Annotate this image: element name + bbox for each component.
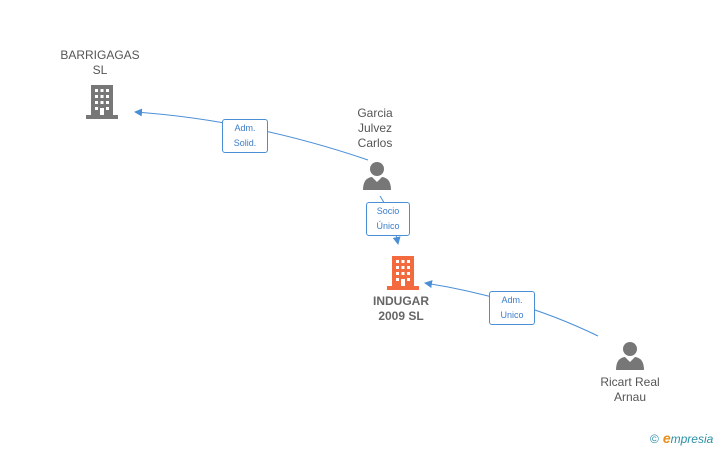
node-label-ricart[interactable]: Ricart Real Arnau (588, 375, 672, 405)
node-label-line: 2009 SL (378, 309, 424, 323)
empresia-watermark: ©empresia (650, 430, 713, 446)
person-icon[interactable] (615, 340, 645, 370)
edge-label-adm-solid: Adm. Solid. (222, 119, 268, 153)
node-label-line: Carlos (357, 136, 393, 150)
edge-label-socio-unico: Socio Único (366, 202, 410, 236)
brand-name: mpresia (670, 432, 714, 446)
edge-label-line: Adm. (234, 123, 256, 133)
node-label-line: SL (92, 63, 108, 77)
building-icon[interactable] (86, 83, 118, 119)
edge-label-line: Unico (500, 310, 524, 320)
node-label-line: INDUGAR (373, 294, 429, 308)
brand-initial: e (662, 430, 671, 446)
edge-label-adm-unico: Adm. Unico (489, 291, 535, 325)
edge-label-line: Adm. (501, 295, 523, 305)
node-label-line: Arnau (613, 390, 647, 404)
node-label-barrigagas[interactable]: BARRIGAGAS SL (52, 48, 148, 78)
edge-label-line: Solid. (233, 138, 257, 148)
edge-label-line: Socio (376, 206, 400, 216)
copyright-symbol: © (650, 432, 659, 446)
node-label-line: Ricart Real (600, 375, 660, 389)
node-label-line: BARRIGAGAS (60, 48, 140, 62)
building-icon[interactable] (387, 254, 419, 290)
node-label-garcia[interactable]: Garcia Julvez Carlos (335, 106, 415, 151)
node-label-line: Garcia (357, 106, 393, 120)
node-label-indugar[interactable]: INDUGAR 2009 SL (355, 294, 447, 324)
edge-label-line: Único (376, 221, 400, 231)
person-icon[interactable] (362, 160, 392, 190)
node-label-line: Julvez (357, 121, 392, 135)
